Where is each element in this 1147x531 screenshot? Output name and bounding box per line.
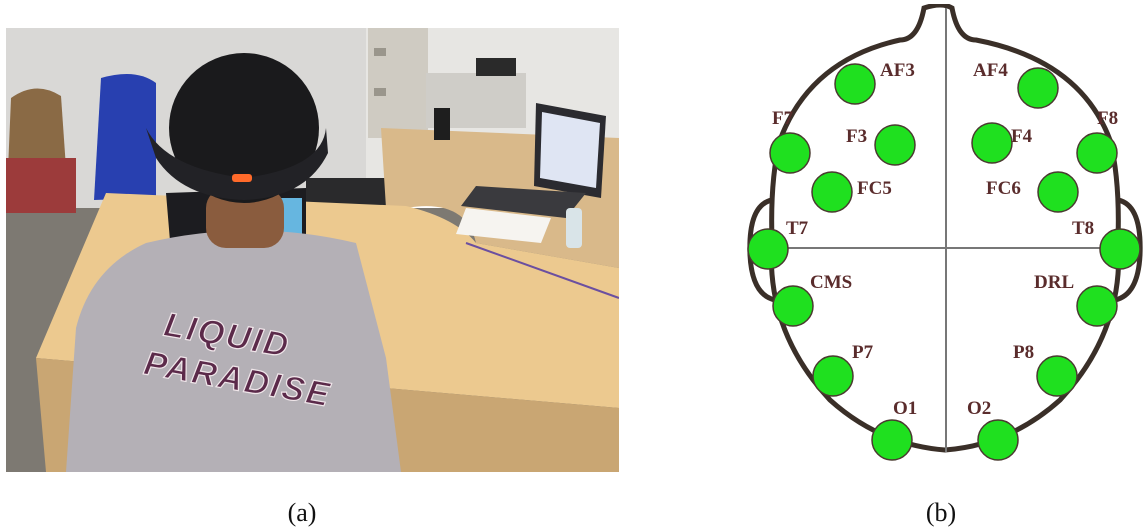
cable [465, 242, 619, 299]
electrode-AF3: AF3 [834, 60, 915, 105]
backpack [8, 88, 66, 170]
laptop-right-base [461, 186, 586, 218]
red-chair [6, 158, 76, 213]
svg-text:FC6: FC6 [986, 178, 1021, 199]
electrode-map: AF3 AF4 F7 F3 F4 F8 FC5 FC6 T7 T8 CMS [747, 4, 1143, 461]
electrode-FC6: FC6 [986, 171, 1079, 213]
svg-text:O2: O2 [967, 398, 991, 419]
eeg-headset-photo: LIQUID PARADISE [6, 28, 619, 472]
svg-text:O1: O1 [893, 398, 917, 419]
svg-text:AF3: AF3 [880, 60, 915, 81]
svg-text:F4: F4 [1011, 126, 1033, 147]
svg-text:F3: F3 [846, 126, 867, 147]
caption-a: (a) [287, 498, 317, 527]
right-ear [1114, 197, 1143, 303]
electrode-CMS: CMS [772, 272, 852, 327]
svg-text:FC5: FC5 [857, 178, 892, 199]
water-bottle [566, 208, 582, 248]
mug [434, 108, 450, 140]
electrode-O2: O2 [967, 398, 1019, 461]
electrode-T7: T7 [747, 218, 809, 270]
electrode-F4: F4 [971, 122, 1033, 164]
electrode-DRL: DRL [1034, 272, 1118, 327]
electrode-O1: O1 [871, 398, 917, 461]
paper-sheet [456, 208, 551, 243]
electrode-P7: P7 [812, 342, 874, 397]
svg-text:AF4: AF4 [973, 60, 1008, 81]
electrode-F8: F8 [1076, 108, 1118, 174]
svg-text:T7: T7 [786, 218, 809, 239]
person-shirt [66, 230, 401, 472]
blue-chair [94, 74, 156, 200]
svg-text:CMS: CMS [810, 272, 852, 293]
person-neck [206, 188, 284, 248]
svg-text:P7: P7 [852, 342, 874, 363]
svg-text:DRL: DRL [1034, 272, 1074, 293]
electrode-AF4: AF4 [973, 60, 1059, 109]
eeg-headset [146, 128, 328, 200]
caption-b: (b) [925, 498, 957, 527]
electrode-F7: F7 [769, 108, 811, 174]
svg-text:F7: F7 [772, 108, 794, 129]
electrode-FC5: FC5 [811, 171, 892, 213]
svg-text:P8: P8 [1013, 342, 1034, 363]
svg-text:F8: F8 [1097, 108, 1118, 129]
svg-text:T8: T8 [1072, 218, 1094, 239]
person-head [169, 53, 319, 203]
electrode-P8: P8 [1013, 342, 1078, 397]
electrode-T8: T8 [1072, 218, 1141, 270]
cabinet [368, 28, 428, 138]
head-outline [768, 4, 1122, 453]
electrode-F3: F3 [846, 124, 916, 166]
